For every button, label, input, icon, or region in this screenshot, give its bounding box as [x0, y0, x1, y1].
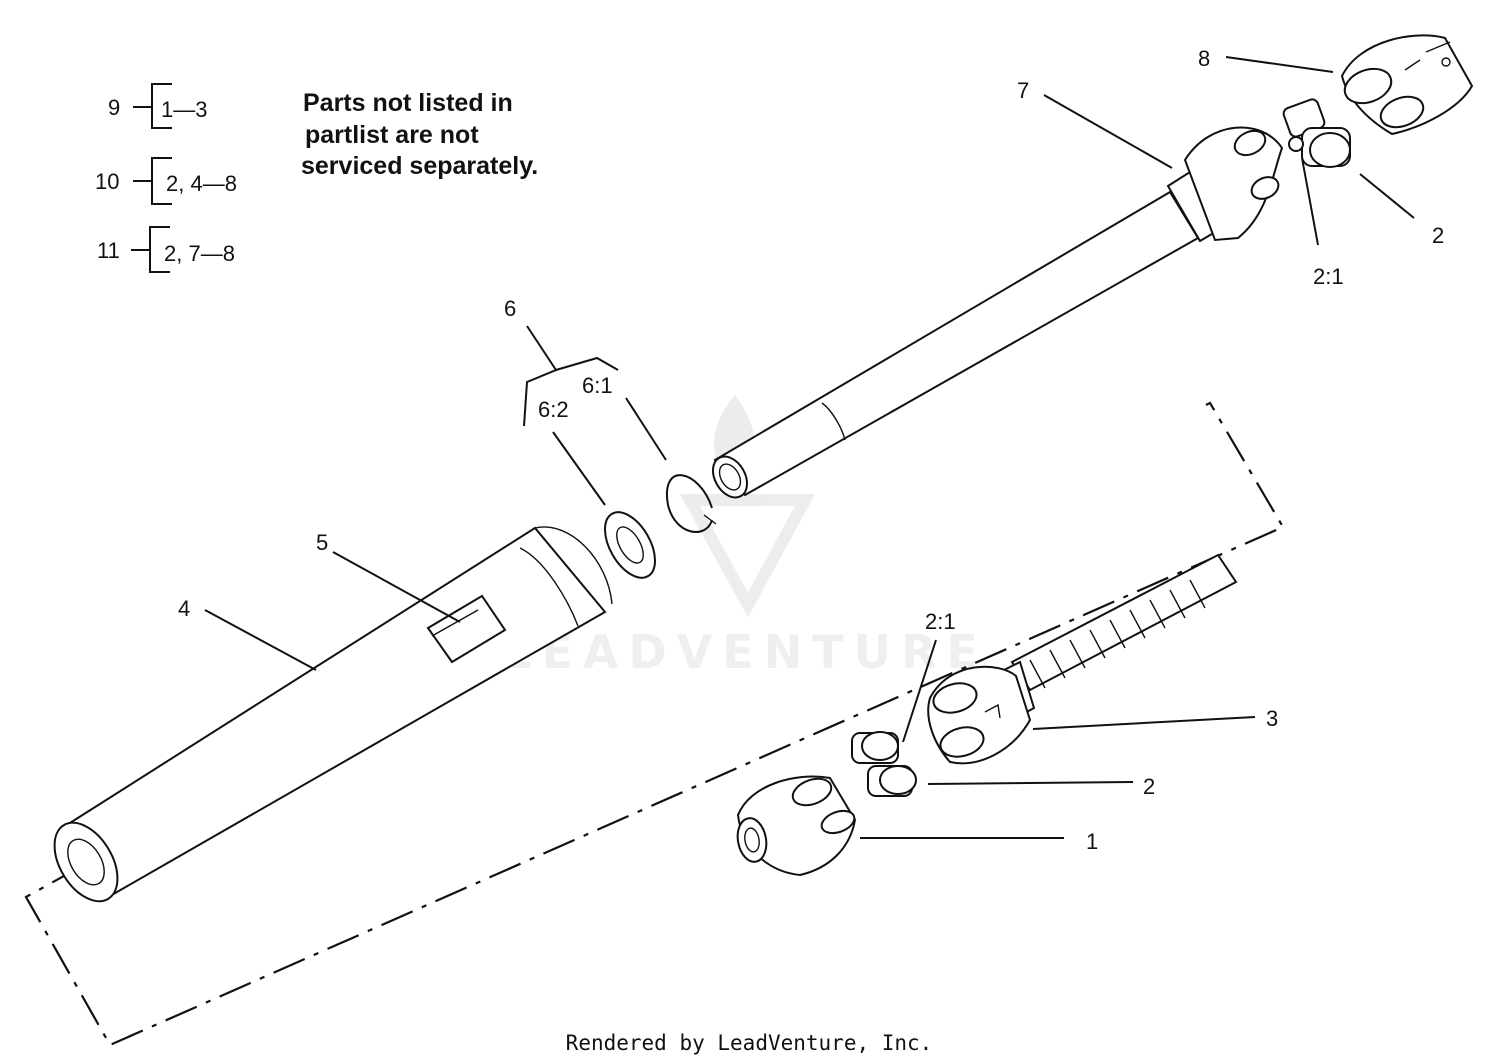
- callout-8: 8: [1198, 46, 1210, 71]
- callout-2-1-lower: 2:1: [925, 609, 956, 634]
- kit-11-id: 11: [97, 238, 120, 263]
- retainer-nut-part-6-2: [604, 511, 656, 579]
- callout-2-1-upper: 2:1: [1313, 264, 1344, 289]
- kit-11-contents: 2, 7—8: [164, 241, 235, 266]
- end-yoke-part-1: [736, 775, 857, 877]
- callout-2-lower: 2: [1143, 774, 1155, 799]
- callout-labels: 8 7 2 2:1 6 6:1 6:2 5 4 2:1 3 2 1: [178, 46, 1444, 854]
- lower-cross-bearing-part-2: [851, 731, 917, 797]
- splined-shaft-part-3: [927, 553, 1238, 765]
- kit-10-id: 10: [95, 169, 119, 194]
- outer-tube-part-4: [53, 526, 613, 903]
- end-yoke-part-8: [1340, 34, 1474, 136]
- upper-cross-bearing-part-2: [1282, 98, 1351, 168]
- leader-lines: [204, 56, 1415, 839]
- kit-10-contents: 2, 4—8: [166, 171, 237, 196]
- kit-9-contents: 1—3: [161, 97, 207, 122]
- assembly-line: [24, 401, 1285, 1047]
- note-line-1: Parts not listed in: [303, 89, 513, 117]
- snap-ring-part-6-1: [665, 474, 717, 533]
- callout-3: 3: [1266, 706, 1278, 731]
- service-note: Parts not listed in partlist are not ser…: [301, 89, 538, 180]
- callout-7: 7: [1017, 78, 1029, 103]
- note-line-3: serviced separately.: [301, 152, 538, 180]
- callout-2-upper: 2: [1432, 223, 1444, 248]
- spline-lines: [1029, 579, 1206, 689]
- inner-tube-part-7: [711, 126, 1284, 499]
- callout-5: 5: [316, 530, 328, 555]
- callout-6: 6: [504, 296, 516, 321]
- footer-credit: Rendered by LeadVenture, Inc.: [566, 1031, 933, 1055]
- watermark-text: LEADVENTURE: [502, 625, 988, 679]
- decal-part-5: [426, 594, 507, 664]
- kit-legend: 9 1—3 10 2, 4—8 11 2, 7—8: [95, 83, 237, 273]
- callout-6-2: 6:2: [538, 397, 569, 422]
- callout-6-1: 6:1: [582, 373, 613, 398]
- callout-4: 4: [178, 596, 190, 621]
- note-line-2: partlist are not: [305, 121, 479, 149]
- callout-1: 1: [1086, 829, 1098, 854]
- kit-9-id: 9: [108, 95, 120, 120]
